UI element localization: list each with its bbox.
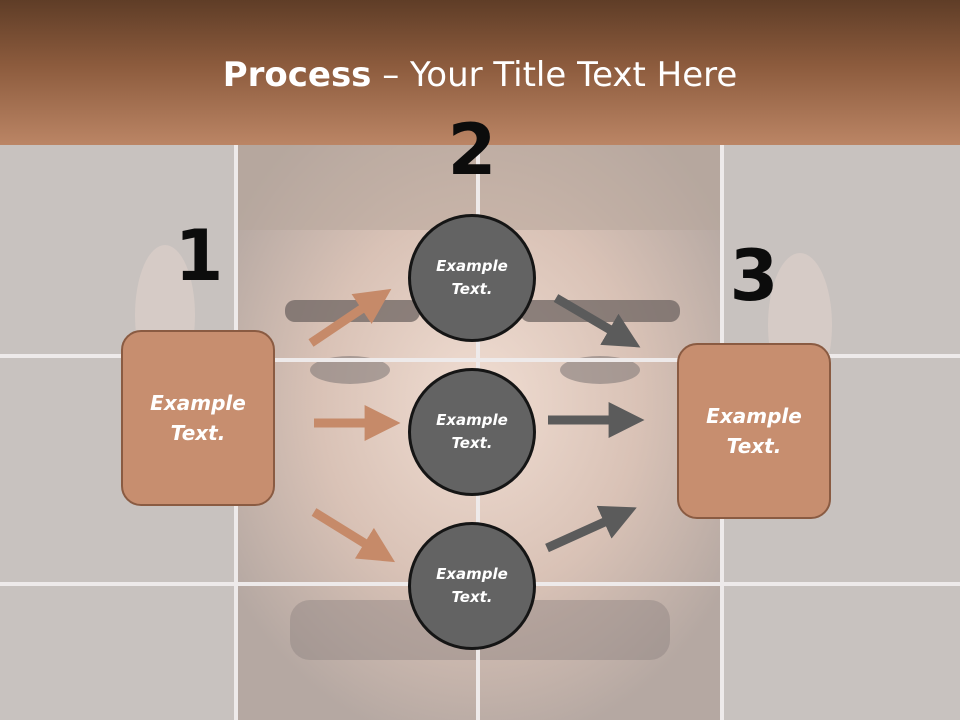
step-number-2: 2 <box>447 109 497 191</box>
arrow-to-bottom-circle <box>311 508 396 563</box>
circle-bottom: Example Text. <box>408 522 536 650</box>
slide-title: Process – Your Title Text Here <box>0 50 960 100</box>
arrow-to-top-circle <box>308 288 392 347</box>
step-box-1: Example Text. <box>121 330 275 506</box>
circle-middle: Example Text. <box>408 368 536 496</box>
step-box-1-text: Example Text. <box>150 391 246 445</box>
step-number-1: 1 <box>174 215 224 297</box>
circle-top-text: Example Text. <box>436 257 508 298</box>
circle-middle-text: Example Text. <box>436 411 508 452</box>
title-rest: – Your Title Text Here <box>371 55 738 95</box>
arrow-from-top-circle <box>553 294 641 348</box>
arrow-from-bottom-circle <box>545 505 637 553</box>
circle-top: Example Text. <box>408 214 536 342</box>
title-bar <box>0 0 960 145</box>
step-box-3: Example Text. <box>677 343 831 519</box>
title-bold: Process <box>222 55 372 95</box>
step-box-3-text: Example Text. <box>706 404 802 458</box>
circle-bottom-text: Example Text. <box>436 565 508 606</box>
step-number-3: 3 <box>729 235 779 317</box>
